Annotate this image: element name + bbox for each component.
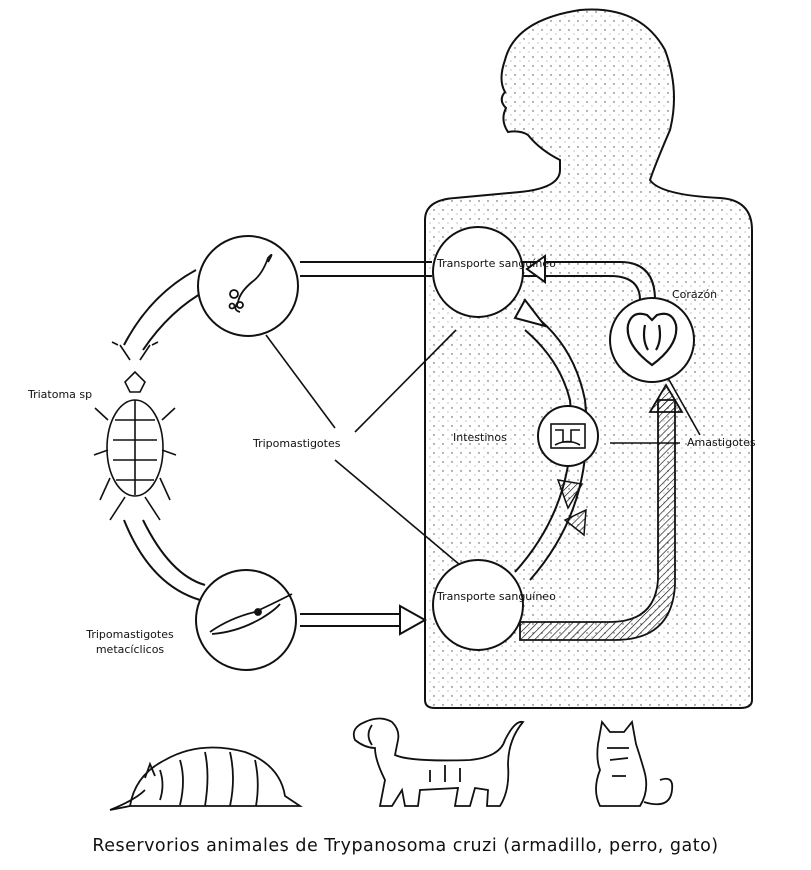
top-connector <box>300 262 432 276</box>
corazon-circle <box>610 298 694 382</box>
transporte-top-circle <box>433 227 523 317</box>
tripomastigotes-metaciclicos-label-2: metacíclicos <box>66 644 194 657</box>
dog-icon <box>354 719 523 807</box>
bottom-left-parasite-circle <box>196 570 296 670</box>
corazon-label: Corazón <box>672 289 717 302</box>
cat-icon <box>596 722 672 806</box>
transporte-bottom-label: Transporte sanguíneo <box>437 591 521 604</box>
intestinos-circle <box>538 406 598 466</box>
triatoma-insect-icon <box>94 342 176 520</box>
armadillo-icon <box>110 748 300 811</box>
bottom-connector-arrow <box>300 606 425 634</box>
tripomastigotes-label: Tripomastigotes <box>253 438 340 451</box>
transporte-bottom-circle <box>433 560 523 650</box>
intestinos-label: Intestinos <box>453 432 507 445</box>
figure-caption: Reservorios animales de Trypanosoma cruz… <box>0 836 811 856</box>
amastigotes-label: Amastigotes <box>687 437 756 450</box>
triatoma-label: Triatoma sp <box>28 389 92 402</box>
tripomastigotes-metaciclicos-label-1: Tripomastigotes <box>66 629 194 642</box>
transporte-top-label: Transporte sanguíneo <box>437 258 521 271</box>
insect-cycle-path <box>124 270 207 600</box>
